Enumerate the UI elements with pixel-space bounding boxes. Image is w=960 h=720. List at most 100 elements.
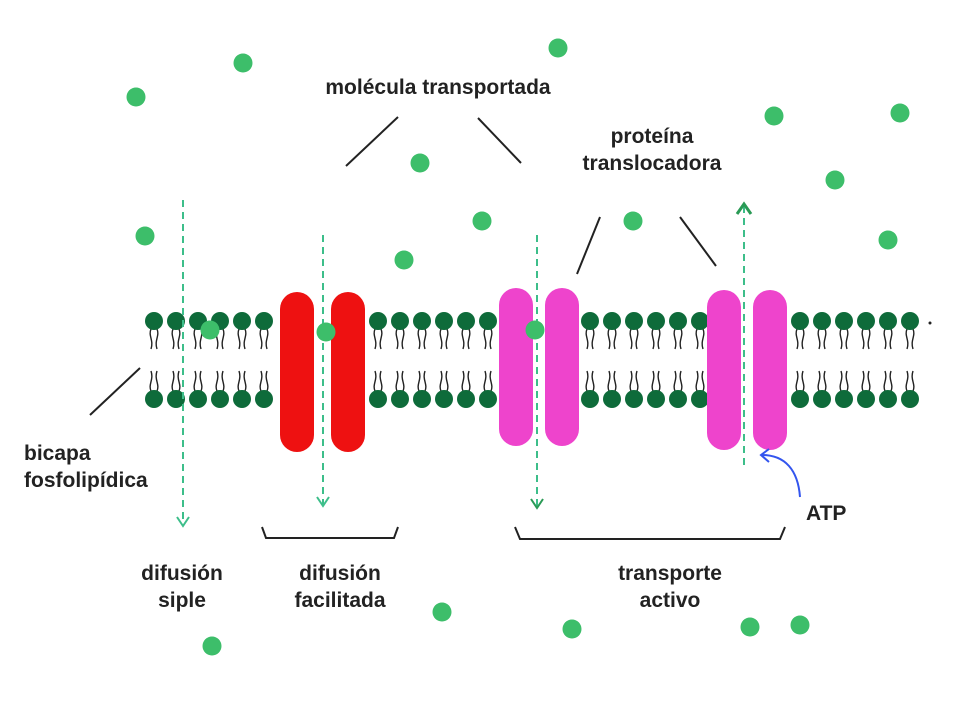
lipid-tail <box>445 328 449 350</box>
lipid-head <box>879 390 897 408</box>
lipid-tail <box>417 328 421 350</box>
lipid-tail <box>379 370 383 392</box>
carrier-protein-active <box>707 290 787 450</box>
carrier-protein-passive-left-half <box>499 288 533 446</box>
lipid-head <box>901 312 919 330</box>
brackets <box>261 526 786 540</box>
lipid-tail <box>221 328 225 350</box>
lipid-tail <box>155 328 159 350</box>
lipid-tail <box>679 370 683 392</box>
lipid-head <box>625 390 643 408</box>
lipid-head <box>691 390 709 408</box>
lipid-head <box>857 390 875 408</box>
molecule-dot <box>623 211 643 231</box>
lipid-tail <box>839 328 843 350</box>
molecule-dot <box>135 226 155 246</box>
carrier-protein-passive-right-half <box>545 288 579 446</box>
lipid-tail <box>679 328 683 350</box>
lipid-head <box>813 390 831 408</box>
lipid-tail <box>591 328 595 350</box>
lipid-tail <box>489 370 493 392</box>
lipid-tail <box>171 370 175 392</box>
lipid-tail <box>591 370 595 392</box>
lipid-head <box>435 390 453 408</box>
lipid-tail <box>883 370 887 392</box>
lipid-tail <box>607 328 611 350</box>
lipid-head <box>233 312 251 330</box>
bilayer-label-line2: fosfolipídica <box>24 469 148 493</box>
lipid-tail <box>911 328 915 350</box>
lipid-head <box>457 390 475 408</box>
molecule-dot <box>562 619 582 639</box>
lipid-tail <box>395 328 399 350</box>
bilayer-pointer <box>89 367 141 416</box>
molecule-dot <box>394 250 414 270</box>
lipid-tail <box>889 370 893 392</box>
translocator-label-line1: proteína <box>610 125 694 148</box>
active-transport-bracket <box>514 526 786 540</box>
lipid-head <box>189 390 207 408</box>
facilitated-diffusion-arrowhead <box>316 496 330 508</box>
lipid-tail <box>695 328 699 350</box>
lipid-head <box>413 312 431 330</box>
lipid-tail <box>839 370 843 392</box>
lipid-head <box>835 390 853 408</box>
lipid-tail <box>861 328 865 350</box>
lipid-tail <box>801 370 805 392</box>
lipid-tail <box>401 370 405 392</box>
translocator-label-line2: translocadora <box>582 152 722 176</box>
lipid-tail <box>379 328 383 350</box>
lipid-head <box>791 312 809 330</box>
lipid-tail <box>417 370 421 392</box>
molecule-dot <box>878 230 898 250</box>
facilitated-diffusion-label: difusión facilitada <box>270 560 410 615</box>
lipid-tail <box>823 328 827 350</box>
lipid-tail <box>585 328 589 350</box>
lipid-head <box>691 312 709 330</box>
lipid-tail <box>635 328 639 350</box>
lipid-tail <box>613 328 617 350</box>
lipid-tail <box>629 328 633 350</box>
lipid-tail <box>199 370 203 392</box>
molecule-dot <box>432 602 452 622</box>
lipid-head <box>211 390 229 408</box>
lipid-tail <box>883 328 887 350</box>
lipid-tail <box>177 328 181 350</box>
lipid-tail <box>817 328 821 350</box>
lipid-tail <box>701 328 705 350</box>
lipid-tail <box>823 370 827 392</box>
lipid-head <box>581 390 599 408</box>
translocator-label: proteína translocadora <box>548 123 756 178</box>
molecule-pointer-right <box>477 117 522 164</box>
lipid-head <box>857 312 875 330</box>
lipid-tail <box>629 370 633 392</box>
lipid-tail <box>439 328 443 350</box>
active-transport-label: transporte activo <box>590 560 750 615</box>
lipid-heads <box>145 312 919 408</box>
lipid-head <box>391 312 409 330</box>
pointer-lines <box>89 116 717 416</box>
lipid-tail <box>395 370 399 392</box>
lipid-tail <box>461 370 465 392</box>
lipid-head <box>145 390 163 408</box>
transported-molecules <box>126 38 910 656</box>
lipid-tail <box>423 370 427 392</box>
molecule-pointer-left <box>345 116 399 167</box>
molecule-dot <box>126 87 146 107</box>
lipid-tail <box>607 370 611 392</box>
lipid-head <box>457 312 475 330</box>
lipid-tail <box>237 328 241 350</box>
lipid-head <box>813 312 831 330</box>
lipid-head <box>669 390 687 408</box>
lipid-tail <box>171 328 175 350</box>
lipid-head <box>413 390 431 408</box>
lipid-tail <box>373 370 377 392</box>
lipid-head <box>791 390 809 408</box>
lipid-tail <box>467 370 471 392</box>
lipid-tail <box>845 328 849 350</box>
atp-label-text: ATP <box>806 502 847 525</box>
lipid-head <box>669 312 687 330</box>
active-transport-label-line2: activo <box>639 589 701 613</box>
simple-diffusion-label-line2: siple <box>158 589 206 613</box>
lipid-tails <box>149 328 915 392</box>
